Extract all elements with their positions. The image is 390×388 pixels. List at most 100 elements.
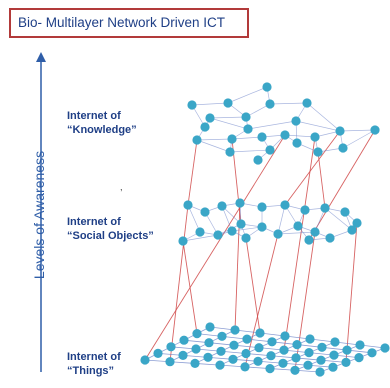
things-node — [165, 357, 175, 367]
social-node — [300, 205, 310, 215]
knowledge-link — [247, 120, 297, 130]
diagram-title: Bio- Multilayer Network Driven ICT — [9, 8, 249, 38]
social-node — [227, 226, 237, 236]
interlayer-link — [345, 222, 358, 363]
social-node — [257, 202, 267, 212]
social-node — [195, 227, 205, 237]
knowledge-link — [339, 129, 376, 132]
things-node — [290, 365, 300, 375]
knowledge-node — [243, 124, 253, 134]
things-node — [279, 345, 289, 355]
social-link — [182, 234, 219, 242]
knowledge-link — [196, 138, 233, 141]
interlayer-link — [308, 129, 376, 241]
social-node — [241, 233, 251, 243]
things-node — [367, 348, 377, 358]
things-node — [191, 344, 201, 354]
social-link — [187, 204, 201, 233]
knowledge-link — [209, 117, 249, 130]
things-node — [355, 340, 365, 350]
things-node — [240, 362, 250, 372]
knowledge-node — [241, 112, 251, 122]
knowledge-link — [231, 136, 263, 140]
things-node — [278, 358, 288, 368]
knowledge-node — [370, 125, 380, 135]
knowledge-node — [265, 99, 275, 109]
layer-label-line2: “Knowledge” — [67, 124, 137, 136]
things-node — [255, 328, 265, 338]
things-node — [215, 360, 225, 370]
social-node — [200, 207, 210, 217]
social-node — [304, 235, 314, 245]
social-link — [277, 204, 286, 235]
things-node — [304, 348, 314, 358]
layer-label-line1: Internet of — [67, 110, 121, 122]
interlayer-links — [144, 129, 376, 371]
interlayer-link — [244, 233, 279, 367]
things-node — [266, 351, 276, 361]
things-node — [241, 348, 251, 359]
network-nodes — [140, 82, 390, 377]
awareness-axis-arrowhead — [36, 52, 46, 62]
things-node — [153, 348, 163, 358]
knowledge-node — [291, 116, 301, 126]
things-node — [205, 322, 215, 332]
things-node — [179, 335, 189, 345]
interlayer-link — [317, 151, 326, 209]
things-node — [229, 340, 239, 350]
things-node — [217, 331, 227, 341]
things-node — [380, 343, 390, 353]
layer-label-social-objects: Internet of “Social Objects” — [67, 215, 154, 243]
knowledge-link — [269, 102, 308, 105]
social-node — [236, 219, 246, 229]
things-node — [265, 364, 275, 374]
knowledge-node — [265, 145, 275, 155]
knowledge-link — [191, 102, 229, 106]
layer-label-line2: “Things” — [67, 365, 115, 377]
knowledge-link — [306, 102, 341, 132]
things-node — [192, 329, 202, 339]
things-node — [330, 337, 340, 347]
things-node — [178, 350, 188, 360]
social-node — [178, 236, 188, 246]
things-node — [267, 337, 277, 347]
knowledge-node — [187, 100, 197, 110]
knowledge-node — [302, 98, 312, 108]
knowledge-node — [253, 155, 263, 165]
layer-label-things: Internet of “Things” — [67, 350, 121, 378]
social-node — [280, 200, 290, 210]
social-link — [324, 207, 353, 231]
knowledge-link — [295, 120, 341, 132]
things-node — [216, 346, 226, 356]
things-node — [204, 338, 214, 348]
social-node — [293, 221, 303, 231]
interlayer-link — [182, 240, 198, 334]
things-node — [305, 334, 315, 344]
knowledge-node — [310, 132, 320, 142]
knowledge-link — [227, 86, 268, 104]
knowledge-node — [280, 130, 290, 140]
things-node — [341, 357, 351, 367]
things-node — [291, 353, 301, 363]
things-node — [328, 362, 338, 372]
things-node — [203, 352, 213, 362]
social-node — [310, 227, 320, 237]
knowledge-node — [262, 82, 272, 92]
social-node — [347, 225, 357, 235]
social-link — [231, 226, 263, 232]
things-node — [303, 360, 313, 370]
knowledge-link — [284, 134, 316, 138]
social-node — [257, 222, 267, 232]
knowledge-node — [200, 122, 210, 132]
things-node — [230, 325, 240, 335]
things-node — [254, 343, 264, 353]
interlayer-link — [144, 134, 286, 361]
layer-label-line2: “Social Objects” — [67, 230, 154, 242]
layer-label-line1: Internet of — [67, 351, 121, 363]
social-node — [325, 233, 335, 243]
knowledge-node — [335, 126, 345, 136]
social-node — [217, 201, 227, 211]
interlayer-link — [283, 136, 316, 351]
social-node — [340, 207, 350, 217]
